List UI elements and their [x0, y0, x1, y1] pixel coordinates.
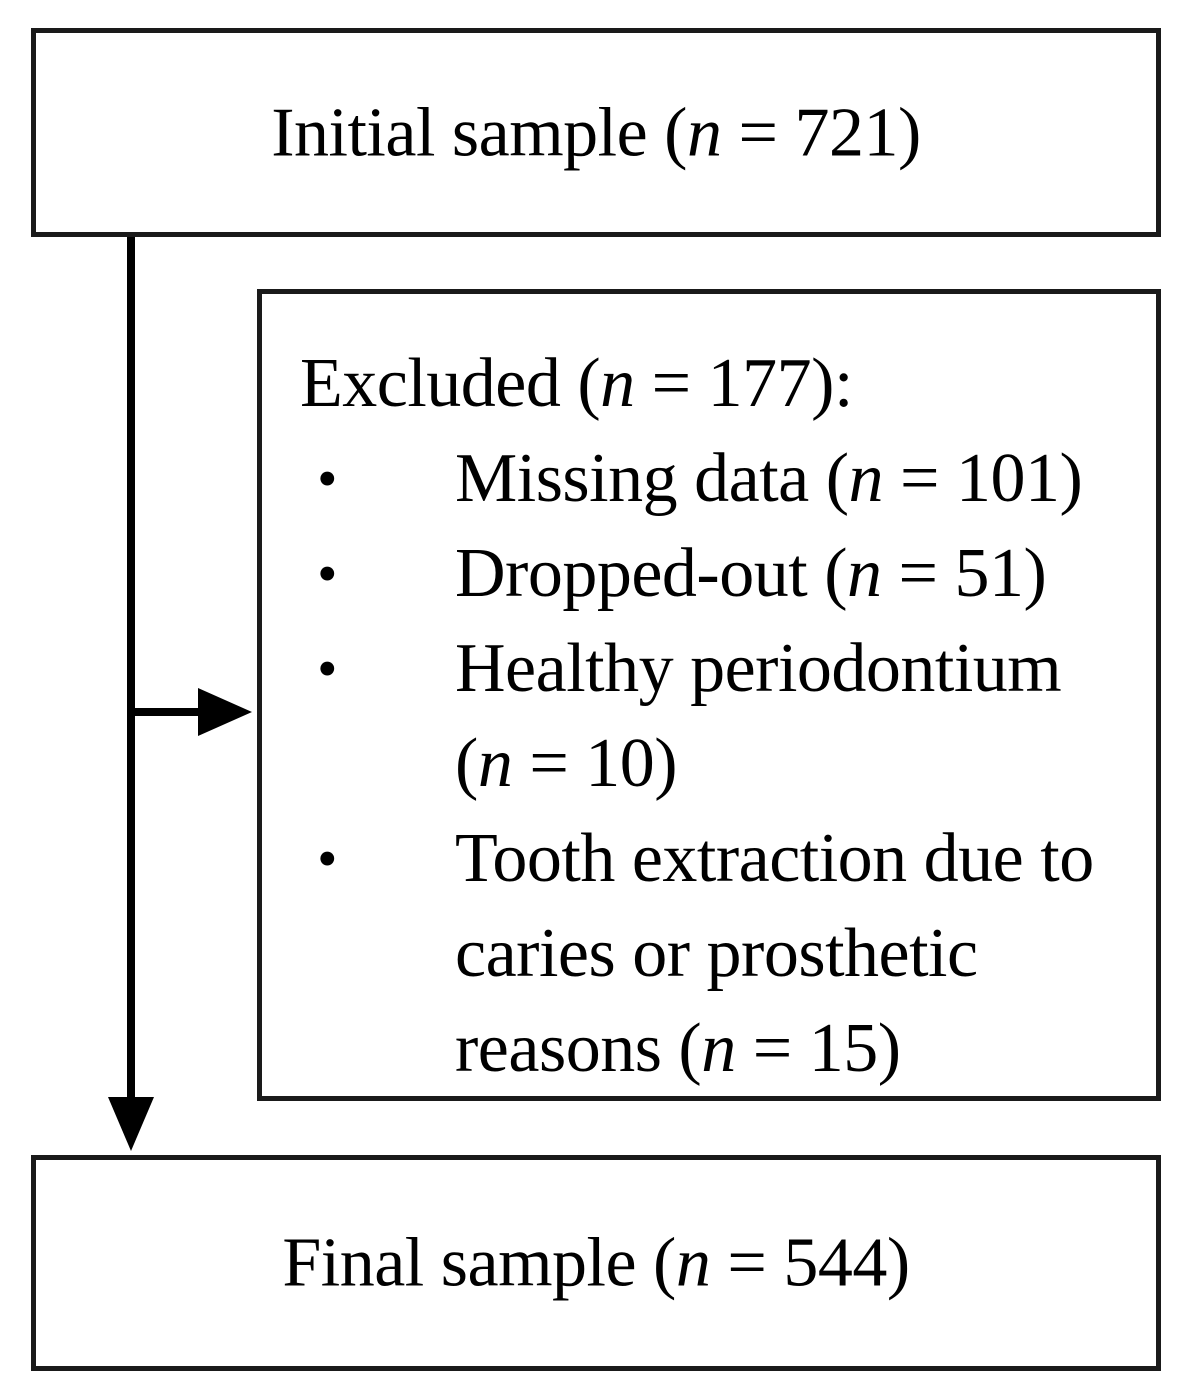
initial-sample-equals: =: [721, 93, 795, 171]
final-sample-label-prefix: Final sample (: [282, 1224, 676, 1302]
initial-sample-count: 721: [794, 93, 898, 171]
excluded-heading-n-symbol: n: [600, 345, 635, 422]
excluded-list-item: • Dropped-out (n = 51): [300, 526, 1146, 621]
final-sample-label-suffix: ): [886, 1224, 910, 1302]
excluded-item-label: Tooth extraction due to caries or prosth…: [455, 820, 1094, 1087]
bullet-icon: •: [317, 636, 337, 701]
excluded-item-n-symbol: n: [701, 1010, 736, 1087]
final-sample-box: Final sample (n = 544): [31, 1155, 1161, 1371]
excluded-item-n-symbol: n: [847, 535, 882, 612]
excluded-item-label: Missing data (: [455, 440, 849, 517]
excluded-item-count: 51: [954, 535, 1025, 612]
excluded-item-n-symbol: n: [477, 725, 513, 802]
final-sample-equals: =: [710, 1224, 784, 1302]
excluded-item-equals: =: [512, 725, 586, 802]
final-sample-label: Final sample (n = 544): [36, 1226, 1156, 1300]
excluded-item-count: 10: [585, 725, 655, 802]
excluded-item-suffix: ): [1023, 535, 1047, 612]
excluded-item-equals: =: [881, 535, 955, 612]
initial-sample-label: Initial sample (n = 721): [36, 96, 1156, 170]
excluded-item-text: Tooth extraction due to caries or prosth…: [455, 811, 1115, 1096]
excluded-heading-count: 177: [707, 345, 812, 422]
down-arrowhead-icon: [108, 1097, 154, 1151]
initial-sample-box: Initial sample (n = 721): [31, 28, 1161, 237]
excluded-item-n-symbol: n: [848, 440, 884, 517]
excluded-item-label: Healthy periodontium (: [455, 630, 1062, 802]
excluded-list-item: • Healthy periodontium (n = 10): [300, 621, 1146, 811]
final-sample-count: 544: [783, 1224, 887, 1302]
initial-sample-label-prefix: Initial sample (: [271, 93, 687, 171]
right-arrowhead-icon: [198, 688, 252, 736]
excluded-box: Excluded (n = 177): • Missing data (n = …: [257, 289, 1161, 1101]
final-sample-n-symbol: n: [675, 1224, 711, 1302]
excluded-heading-suffix: ):: [811, 345, 853, 422]
excluded-list-item: • Tooth extraction due to caries or pros…: [300, 811, 1146, 1096]
excluded-item-suffix: ): [654, 725, 678, 802]
excluded-heading: Excluded (n = 177):: [300, 336, 1146, 431]
initial-sample-n-symbol: n: [686, 93, 722, 171]
initial-sample-label-suffix: ): [897, 93, 921, 171]
excluded-item-label: Dropped-out (: [455, 535, 848, 612]
excluded-item-text: Missing data (n = 101): [455, 431, 1146, 526]
excluded-content: Excluded (n = 177): • Missing data (n = …: [300, 336, 1146, 1096]
excluded-item-count: 101: [956, 440, 1060, 517]
bullet-icon: •: [317, 826, 337, 891]
excluded-item-count: 15: [808, 1010, 879, 1087]
excluded-list-item: • Missing data (n = 101): [300, 431, 1146, 526]
excluded-heading-equals: =: [634, 345, 708, 422]
excluded-item-equals: =: [735, 1010, 809, 1087]
excluded-item-text: Healthy periodontium (n = 10): [455, 621, 1115, 811]
excluded-item-equals: =: [883, 440, 957, 517]
excluded-item-suffix: ): [1059, 440, 1083, 517]
bullet-icon: •: [317, 541, 337, 606]
excluded-item-suffix: ): [877, 1010, 901, 1087]
bullet-icon: •: [317, 446, 337, 511]
excluded-item-text: Dropped-out (n = 51): [455, 526, 1146, 621]
excluded-heading-prefix: Excluded (: [300, 345, 601, 422]
excluded-reason-list: • Missing data (n = 101) • Dropped-out (…: [300, 431, 1146, 1096]
